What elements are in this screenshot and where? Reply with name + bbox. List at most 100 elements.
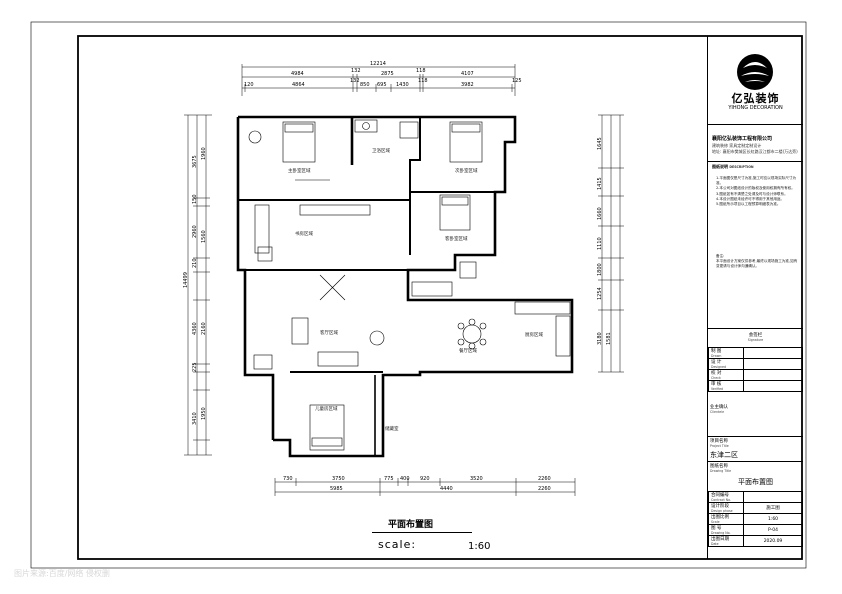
- info-value: P-04: [743, 524, 803, 536]
- dim-top2-3: 132: [350, 78, 360, 84]
- sign-label-en: Designed: [711, 365, 726, 369]
- info-label: 设计阶段: [711, 504, 729, 509]
- brand-name-en: YIHONG DECORATION: [728, 105, 783, 111]
- dim-top-total: 12214: [370, 61, 386, 67]
- divider: [708, 461, 803, 462]
- study-desk: [254, 204, 270, 254]
- company-address: 地址: 襄阳市樊城区长虹路汉江都市二楼(万达旁): [712, 149, 798, 154]
- side-table: [253, 354, 273, 370]
- top-dimensions: [241, 64, 516, 96]
- dim-bottom-7: 2260: [538, 476, 551, 482]
- signature-title-en: Signature: [747, 338, 764, 342]
- sign-value: [743, 380, 803, 392]
- notes-heading: 图纸说明 DESCRIPTION: [712, 164, 754, 170]
- info-label: 合同编号: [711, 493, 729, 498]
- divider: [708, 328, 803, 329]
- room-master-bedroom: 主卧室区域: [288, 167, 311, 174]
- dim-bottom2-2: 4440: [440, 486, 453, 492]
- dim-left-labels: 14499 3675 150 2960 210 4360 225 3410 19…: [183, 147, 207, 425]
- sign-label: 制 图: [711, 349, 722, 354]
- dim-bottom-3: 775: [384, 476, 394, 482]
- dim-top2-7: 118: [418, 78, 428, 84]
- dim-top-2: 132: [351, 68, 361, 74]
- dim-bottom-1: 730: [283, 476, 293, 482]
- project-name: 东津二区: [710, 451, 738, 459]
- notes-title-en: DESCRIPTION: [729, 165, 754, 169]
- dim-right-2: 1415: [597, 177, 603, 190]
- room-second-bedroom: 次卧室区域: [455, 167, 478, 174]
- dim-left-5: 4360: [192, 322, 198, 335]
- note-item: 3.图纸如有不清楚之处请及时与设计师联系。: [716, 191, 788, 196]
- signature-heading: 会签栏 Signature: [708, 332, 803, 342]
- info-value: 2020.09: [743, 535, 803, 547]
- company-sub: 建筑装修 家具定制定制设计: [712, 143, 762, 148]
- dim-right-8: 1581: [606, 332, 612, 345]
- owner-confirm: 业主确认 Clientele: [710, 404, 728, 414]
- dim-left-7: 3410: [192, 412, 198, 425]
- outer-border: [30, 21, 807, 569]
- info-label-en: Contract No.: [711, 498, 732, 502]
- room-kids: 儿童房区域: [315, 405, 338, 412]
- bottom-dimensions: [274, 478, 576, 496]
- title-underline: [372, 532, 472, 533]
- dim-left-in-3: 2160: [201, 322, 207, 335]
- dim-bottom2-3: 2260: [538, 486, 551, 492]
- drawing-name-heading: 图纸名称 Drawing Title: [710, 463, 731, 473]
- dim-left-4: 210: [192, 258, 198, 268]
- info-label: 出图比例: [711, 515, 729, 520]
- dim-bottom-5: 920: [420, 476, 430, 482]
- notes-list: 1.平面图仅是尺寸为准,施工时应以现场实际尺寸为准。 2.本公司对图纸设计的版权…: [716, 176, 798, 207]
- right-dimensions: [598, 114, 624, 373]
- info-value: 施工图: [743, 502, 803, 514]
- info-value: 1:60: [743, 513, 803, 525]
- drawing-name: 平面布置图: [738, 478, 773, 486]
- divider: [708, 161, 803, 162]
- sign-value: [743, 369, 803, 381]
- note-item: 2.本公司对图纸设计的版权及使用权拥有所有权。: [716, 186, 795, 191]
- room-bathroom: 卫浴区域: [372, 147, 390, 154]
- info-label: 出图日期: [711, 537, 729, 542]
- bath-sink: [362, 122, 370, 130]
- study-cabinet: [299, 204, 371, 216]
- watermark: 图片来源:百度/网络 侵权删: [14, 569, 110, 578]
- dim-top2-8: 3982: [461, 82, 474, 88]
- bath-vanity: [354, 119, 378, 133]
- dim-bottom-4: 400: [400, 476, 410, 482]
- sign-label: 设 计: [711, 360, 722, 365]
- master-chair: [248, 130, 262, 144]
- dim-top-5: 4107: [461, 71, 474, 77]
- note-item: 5.图纸所示项目以工程预算明细表为准。: [716, 202, 781, 207]
- room-storage: 储藏室: [385, 425, 399, 432]
- dim-top2-5: 695: [377, 82, 387, 88]
- project-name-heading: 项目名称 Project Title: [710, 438, 729, 448]
- stool: [257, 246, 273, 262]
- dim-top2-2: 4864: [292, 82, 305, 88]
- dim-top-row1: 4984 132 2875 118 4107: [291, 68, 474, 77]
- remarks-title: 备注:: [716, 254, 725, 258]
- remarks-text: 本平面设计方案仅供参考,最终以现场施工为准,如有变更请与设计师沟通确认。: [716, 259, 798, 269]
- project-name-label-en: Project Title: [710, 444, 729, 448]
- brand-name: 亿弘装饰: [731, 92, 780, 105]
- dim-top-1: 4984: [291, 71, 304, 77]
- sign-label-en: Drawn: [711, 354, 722, 358]
- sign-label-en: Check: [711, 376, 721, 380]
- dim-right-6: 1254: [597, 287, 603, 300]
- dim-right-4: 1110: [597, 237, 603, 250]
- divider: [708, 436, 803, 437]
- company-logo-icon: [737, 54, 773, 90]
- master-bed-pillow: [284, 123, 314, 133]
- room-kitchen: 厨房区域: [525, 331, 543, 338]
